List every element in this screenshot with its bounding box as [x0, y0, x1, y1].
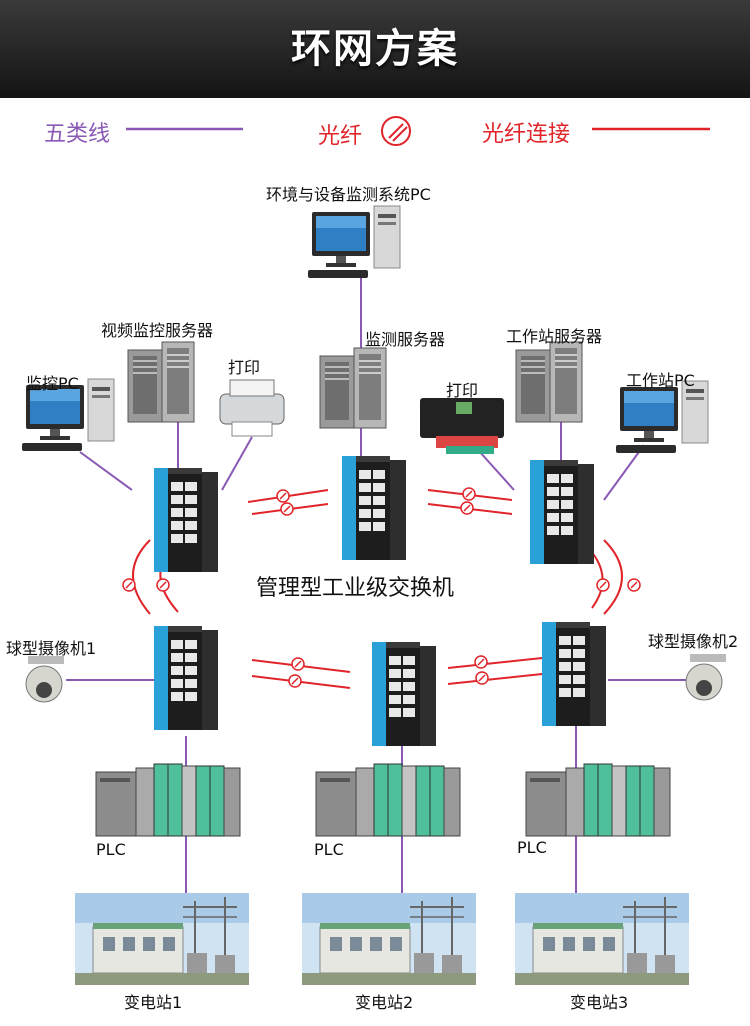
workstation-pc-icon: [615, 380, 709, 454]
switch-top-center-icon: [342, 456, 406, 560]
dome-camera-2-icon: [685, 654, 726, 701]
legend-fiber-symbol: [381, 116, 411, 146]
switch-bottom-left-icon: [154, 626, 218, 730]
printer-left-icon: [219, 379, 285, 437]
page-title: 环网方案: [291, 26, 459, 72]
title-banner: [0, 0, 750, 98]
camera-2-label: 球型摄像机2: [648, 632, 739, 651]
plc-2-label: PLC: [314, 840, 344, 859]
plc-1-label: PLC: [96, 840, 126, 859]
monitor-system-pc-icon: [307, 205, 401, 279]
monitor-server-label: 监测服务器: [365, 330, 446, 349]
substation-3-label: 变电站3: [570, 993, 629, 1012]
dome-camera-1-icon: [25, 656, 64, 703]
substation-3-icon: [514, 892, 690, 986]
workstation-server-icon: [515, 341, 583, 423]
plc-1-icon: [95, 763, 241, 837]
workstation-server-label: 工作站服务器: [506, 327, 603, 346]
printer-right-label: 打印: [446, 381, 479, 400]
substation-2-icon: [301, 892, 477, 986]
substation-1-icon: [74, 892, 250, 986]
plc-3-icon: [525, 763, 671, 837]
substation-1-label: 变电站1: [124, 993, 183, 1012]
video-server-label: 视频监控服务器: [101, 321, 214, 340]
switch-top-right-icon: [530, 460, 594, 564]
legend-twisted-pair-label: 五类线: [44, 122, 111, 147]
switch-bottom-right-icon: [542, 622, 606, 726]
monitor-system-pc-label: 环境与设备监测系统PC: [266, 185, 431, 204]
plc-3-label: PLC: [517, 838, 547, 857]
printer-right-icon: [420, 398, 504, 454]
workstation-pc-label: 工作站PC: [626, 371, 695, 390]
plc-2-icon: [315, 763, 461, 837]
legend-fiber-label: 光纤: [318, 124, 363, 149]
switch-bottom-center-icon: [372, 642, 436, 746]
monitor-pc-label: 监控PC: [26, 374, 79, 393]
video-server-icon: [127, 341, 195, 423]
monitor-server-icon: [319, 347, 387, 429]
switch-top-left-icon: [154, 468, 218, 572]
switch-caption: 管理型工业级交换机: [256, 576, 455, 601]
legend-fiber-link-label: 光纤连接: [482, 122, 571, 147]
substation-2-label: 变电站2: [355, 993, 414, 1012]
network-diagram: [21, 116, 726, 986]
camera-1-label: 球型摄像机1: [6, 639, 97, 658]
printer-left-label: 打印: [228, 358, 261, 377]
